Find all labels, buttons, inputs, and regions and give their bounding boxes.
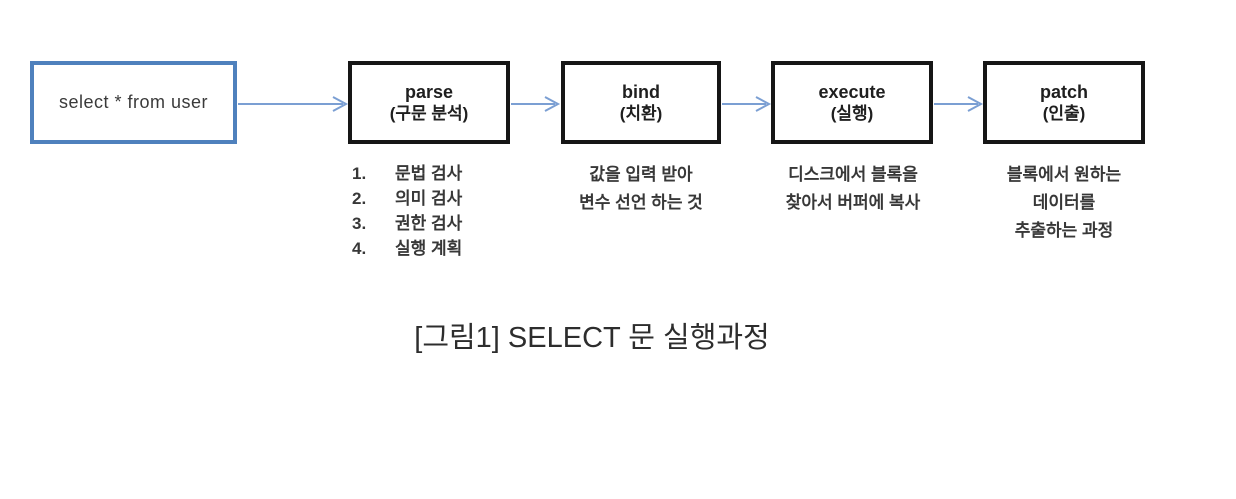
- description-line: 변수 선언 하는 것: [579, 193, 703, 212]
- parse-step-number: 1.: [352, 164, 367, 183]
- parse-step: 4. 실행 계획: [352, 236, 462, 261]
- parse-step: 1. 문법 검사: [352, 161, 462, 186]
- parse-step-number: 4.: [352, 239, 367, 258]
- sql-input-label: select * from user: [58, 92, 209, 112]
- stage-box-patch: patch (인출): [983, 61, 1145, 144]
- description-line: 데이터를: [1032, 193, 1096, 212]
- description-line: 블록에서 원하는: [1006, 165, 1122, 184]
- execute-description: 디스크에서 블록을 찾아서 버퍼에 복사: [786, 161, 921, 217]
- flow-arrow-icon: [238, 96, 349, 112]
- bind-description: 값을 입력 받아 변수 선언 하는 것: [579, 161, 703, 217]
- parse-step: 3. 권한 검사: [352, 211, 462, 236]
- sql-input-box: select * from user: [30, 61, 237, 144]
- stage-title-bind: bind: [622, 81, 660, 102]
- stage-subtitle-execute: (실행): [830, 103, 874, 123]
- description-line: 찾아서 버퍼에 복사: [785, 193, 921, 212]
- stage-box-bind: bind (치환): [561, 61, 721, 144]
- description-line: 값을 입력 받아: [589, 165, 693, 184]
- figure-caption: [그림1] SELECT 문 실행과정: [414, 322, 770, 354]
- parse-step-text: 권한 검사: [395, 214, 463, 233]
- parse-steps-list: 1. 문법 검사 2. 의미 검사 3. 권한 검사 4. 실행 계획: [352, 161, 462, 261]
- flow-arrow-icon: [934, 96, 984, 112]
- description-line: 디스크에서 블록을: [788, 165, 918, 184]
- stage-subtitle-parse: (구문 분석): [389, 103, 469, 123]
- stage-box-execute: execute (실행): [771, 61, 933, 144]
- parse-step-text: 문법 검사: [395, 164, 463, 183]
- parse-step-text: 의미 검사: [395, 189, 463, 208]
- patch-description: 블록에서 원하는 데이터를 추출하는 과정: [1007, 161, 1121, 245]
- stage-title-execute: execute: [818, 81, 886, 102]
- flow-arrow-icon: [722, 96, 772, 112]
- stage-title-parse: parse: [404, 81, 454, 102]
- parse-step-text: 실행 계획: [395, 239, 463, 258]
- stage-subtitle-bind: (치환): [619, 103, 663, 123]
- parse-step-number: 2.: [352, 189, 367, 208]
- stage-title-patch: patch: [1039, 81, 1088, 102]
- parse-step: 2. 의미 검사: [352, 186, 462, 211]
- parse-step-number: 3.: [352, 214, 367, 233]
- flow-arrow-icon: [511, 96, 561, 112]
- stage-subtitle-patch: (인출): [1042, 103, 1086, 123]
- stage-box-parse: parse (구문 분석): [348, 61, 510, 144]
- description-line: 추출하는 과정: [1014, 221, 1114, 240]
